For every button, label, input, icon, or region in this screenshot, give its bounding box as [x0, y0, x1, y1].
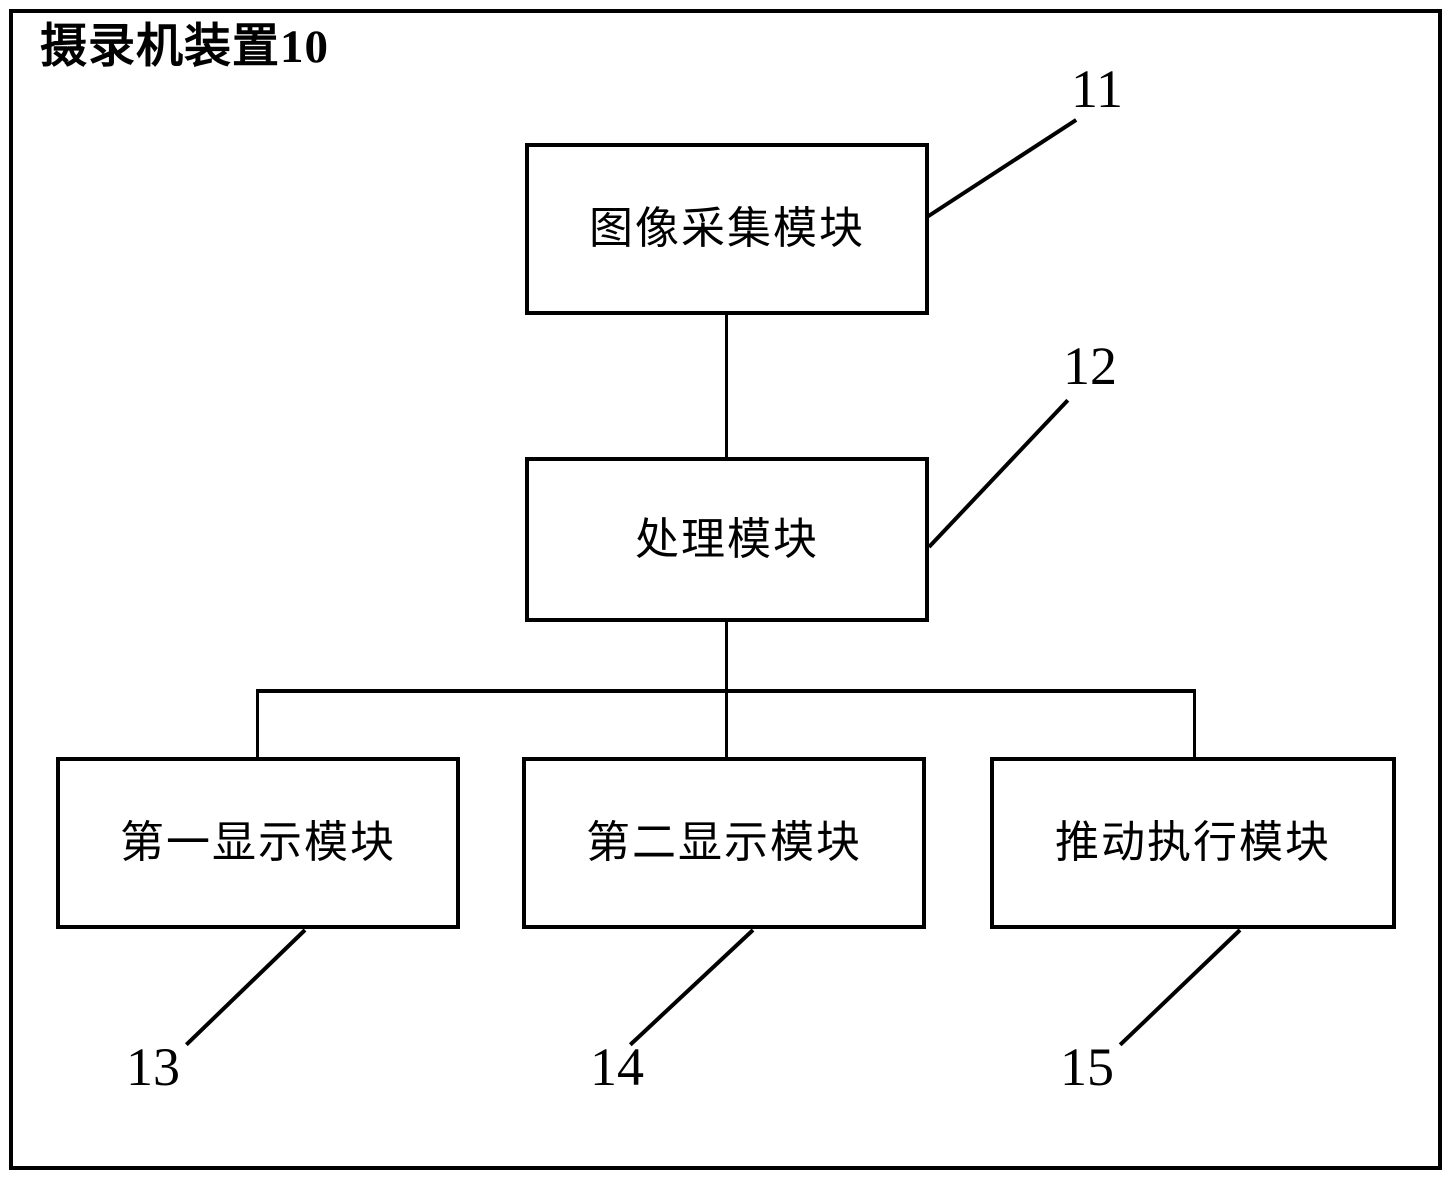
diagram-title: 摄录机装置10: [40, 21, 329, 73]
module-label-push-execution: 推动执行模块: [1055, 818, 1331, 868]
reference-number-14: 14: [590, 1037, 644, 1097]
module-label-processing: 处理模块: [635, 514, 819, 564]
module-box-second-display: 第二显示模块: [522, 757, 926, 929]
connector-capture-to-process: [725, 315, 728, 459]
module-label-second-display: 第二显示模块: [586, 818, 862, 868]
reference-number-12: 12: [1063, 336, 1117, 396]
reference-number-13: 13: [126, 1037, 180, 1097]
connector-bus-to-second-display: [725, 689, 728, 759]
connector-process-to-bus: [725, 621, 728, 692]
module-box-image-capture: 图像采集模块: [525, 143, 929, 315]
reference-number-11: 11: [1071, 59, 1123, 119]
module-box-push-execution: 推动执行模块: [990, 757, 1396, 929]
module-box-first-display: 第一显示模块: [56, 757, 460, 929]
connector-bus-to-first-display: [256, 689, 259, 759]
module-box-processing: 处理模块: [525, 457, 929, 622]
module-label-first-display: 第一显示模块: [120, 818, 396, 868]
reference-number-15: 15: [1060, 1037, 1114, 1097]
connector-bus-to-push-execution: [1193, 689, 1196, 759]
device-outer-frame: [9, 9, 1442, 1170]
module-label-image-capture: 图像采集模块: [589, 204, 865, 254]
